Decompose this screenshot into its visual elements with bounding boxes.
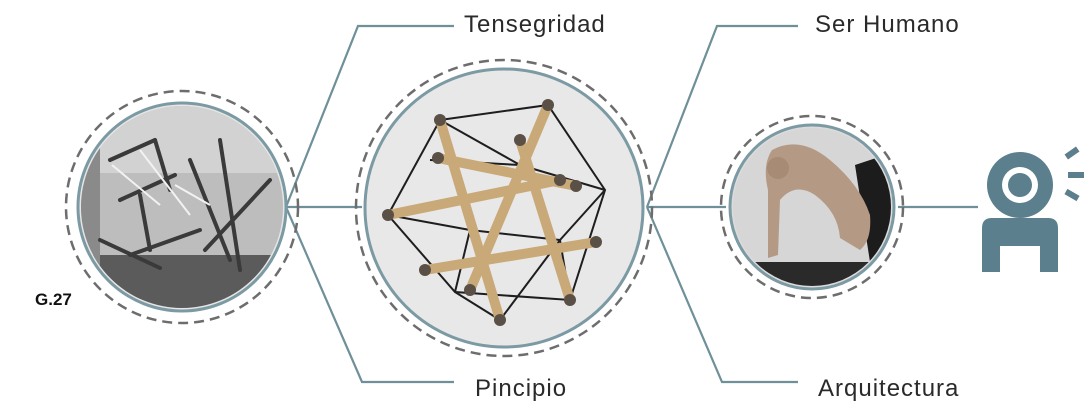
connector-arquitectura <box>645 206 798 384</box>
connector-pincipio <box>284 206 454 384</box>
label-tensegridad: Tensegridad <box>464 11 606 38</box>
center-photo-node <box>354 58 654 358</box>
center-dashed-ring <box>354 58 654 358</box>
right-dashed-ring <box>719 114 905 300</box>
person-speaking-icon <box>982 146 1084 272</box>
label-pincipio: Pincipio <box>475 375 567 402</box>
right-photo-node <box>719 114 905 300</box>
tensegrity-icosahedron-model-icon <box>382 99 607 326</box>
connector-ser-humano <box>645 24 798 208</box>
connector-lines <box>284 24 978 384</box>
left-dashed-ring <box>64 89 300 325</box>
tensegrity-sculpture-photo-icon <box>81 106 283 308</box>
left-photo-node <box>64 89 300 325</box>
connector-tensegridad <box>284 24 454 208</box>
label-ser-humano: Ser Humano <box>815 11 960 38</box>
label-arquitectura: Arquitectura <box>818 375 959 402</box>
figure-label: G.27 <box>35 290 72 309</box>
